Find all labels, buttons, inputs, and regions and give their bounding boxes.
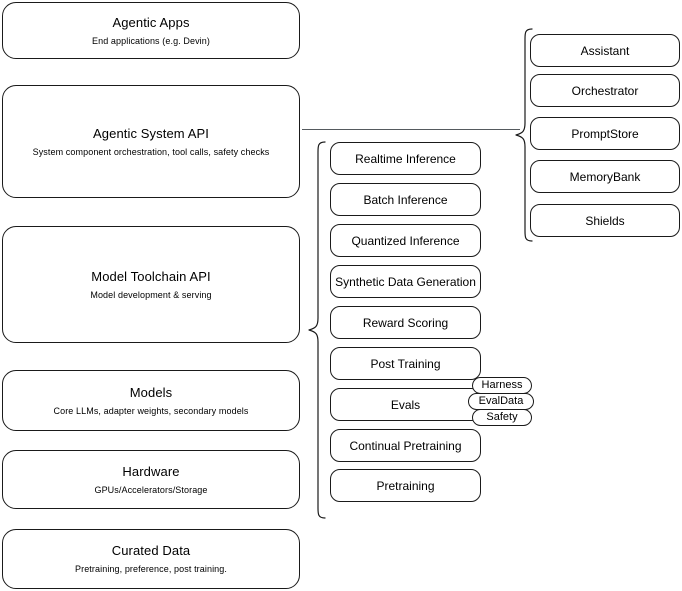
badge-label: Safety (486, 411, 518, 423)
item-label: Post Training (370, 356, 441, 371)
eval-badge-harness[interactable]: Harness (472, 377, 532, 394)
layer-subtitle: GPUs/Accelerators/Storage (94, 484, 208, 495)
item-label: Synthetic Data Generation (335, 274, 476, 289)
eval-badge-evaldata[interactable]: EvalData (468, 393, 534, 410)
layer-subtitle: Pretraining, preference, post training. (75, 564, 227, 574)
item-label: Reward Scoring (362, 315, 449, 330)
system-component-shields[interactable]: Shields (530, 204, 680, 237)
layer-title: Agentic Apps (112, 14, 190, 30)
toolchain-item-realtime-inference[interactable]: Realtime Inference (330, 142, 481, 175)
system-component-memorybank[interactable]: MemoryBank (530, 160, 680, 193)
toolchain-item-pretraining[interactable]: Pretraining (330, 469, 481, 502)
toolchain-item-batch-inference[interactable]: Batch Inference (330, 183, 481, 216)
item-label: MemoryBank (569, 169, 641, 184)
layer-title: Agentic System API (93, 125, 209, 141)
layer-subtitle: End applications (e.g. Devin) (92, 35, 210, 46)
system-component-promptstore[interactable]: PromptStore (530, 117, 680, 150)
layer-agentic-system-api[interactable]: Agentic System API System component orch… (2, 85, 300, 198)
item-label: Continual Pretraining (349, 438, 462, 453)
toolchain-item-post-training[interactable]: Post Training (330, 347, 481, 380)
badge-label: EvalData (478, 395, 524, 407)
toolchain-item-evals[interactable]: Evals (330, 388, 481, 421)
system-api-connector-line (302, 129, 520, 130)
layer-subtitle: Core LLMs, adapter weights, secondary mo… (53, 405, 249, 416)
item-label: Assistant (580, 43, 630, 58)
item-label: Batch Inference (363, 192, 448, 207)
layer-title: Hardware (122, 463, 180, 479)
badge-label: Harness (481, 379, 523, 391)
toolchain-item-continual-pretraining[interactable]: Continual Pretraining (330, 429, 481, 462)
layer-hardware[interactable]: Hardware GPUs/Accelerators/Storage (2, 450, 300, 509)
item-label: Shields (585, 213, 625, 228)
toolchain-brace (308, 141, 326, 519)
toolchain-item-reward-scoring[interactable]: Reward Scoring (330, 306, 481, 339)
layer-title: Models (129, 384, 173, 400)
layer-title: Model Toolchain API (91, 268, 211, 284)
item-label: PromptStore (571, 126, 639, 141)
item-label: Quantized Inference (351, 233, 460, 248)
eval-badge-safety[interactable]: Safety (472, 409, 532, 426)
layer-subtitle: System component orchestration, tool cal… (32, 146, 270, 157)
item-label: Realtime Inference (355, 151, 456, 166)
item-label: Evals (390, 397, 421, 412)
system-component-assistant[interactable]: Assistant (530, 34, 680, 67)
system-components-brace (515, 28, 533, 242)
system-component-orchestrator[interactable]: Orchestrator (530, 74, 680, 107)
layer-title: Curated Data (111, 543, 191, 558)
layer-subtitle: Model development & serving (90, 289, 212, 300)
layer-models[interactable]: Models Core LLMs, adapter weights, secon… (2, 370, 300, 431)
toolchain-item-quantized-inference[interactable]: Quantized Inference (330, 224, 481, 257)
layer-curated-data[interactable]: Curated Data Pretraining, preference, po… (2, 529, 300, 589)
item-label: Pretraining (376, 478, 435, 493)
layer-agentic-apps[interactable]: Agentic Apps End applications (e.g. Devi… (2, 2, 300, 59)
toolchain-item-synthetic-data-generation[interactable]: Synthetic Data Generation (330, 265, 481, 298)
layer-model-toolchain-api[interactable]: Model Toolchain API Model development & … (2, 226, 300, 343)
item-label: Orchestrator (571, 83, 639, 98)
